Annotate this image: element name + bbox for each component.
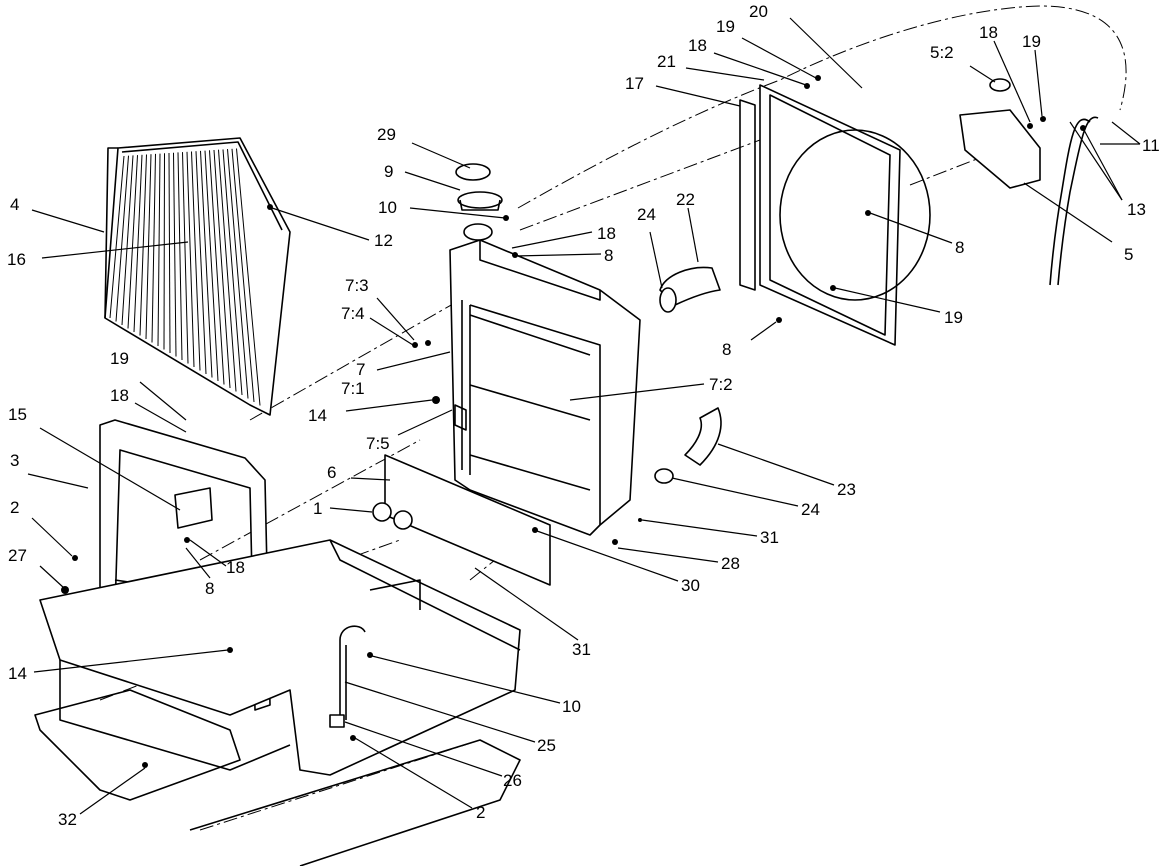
callout-18: 18 xyxy=(979,23,998,42)
grille-fin xyxy=(209,150,225,385)
callout-26: 26 xyxy=(503,771,522,790)
callout-10: 10 xyxy=(562,697,581,716)
grille-fin xyxy=(227,149,249,399)
callout-15: 15 xyxy=(8,405,27,424)
callout-19: 19 xyxy=(944,308,963,327)
grille-screen xyxy=(104,137,291,416)
callout-14: 14 xyxy=(8,664,27,683)
callout-21: 21 xyxy=(657,52,676,71)
grille-fin xyxy=(186,151,195,368)
callout-16: 16 xyxy=(7,250,26,269)
callout-8: 8 xyxy=(955,238,964,257)
callout-7-5: 7:5 xyxy=(366,434,390,453)
callout-18: 18 xyxy=(226,558,245,577)
grille-fin xyxy=(168,152,171,354)
lower-hose xyxy=(654,407,722,484)
callout-31: 31 xyxy=(760,528,779,547)
callout-18: 18 xyxy=(597,224,616,243)
grille-fin xyxy=(200,150,213,378)
grille-fin xyxy=(231,148,255,403)
callout-6: 6 xyxy=(327,463,336,482)
grille-fin xyxy=(204,150,219,382)
callout-8: 8 xyxy=(722,340,731,359)
radiator-core xyxy=(449,223,641,536)
fan-shroud xyxy=(739,84,931,346)
grille-fin xyxy=(115,155,129,322)
callout-7-4: 7:4 xyxy=(341,304,365,323)
grille-fin xyxy=(133,154,143,333)
callout-2: 2 xyxy=(10,498,19,517)
callout-27: 27 xyxy=(8,546,27,565)
callout-8: 8 xyxy=(205,579,214,598)
callout-8: 8 xyxy=(604,246,613,265)
callout-28: 28 xyxy=(721,554,740,573)
grille-fin xyxy=(139,154,147,336)
grille-fin xyxy=(163,153,165,350)
callout-2: 2 xyxy=(476,803,485,822)
callout-24: 24 xyxy=(637,205,656,224)
callout-14: 14 xyxy=(308,406,327,425)
callout-5-2: 5:2 xyxy=(930,43,954,62)
callout-9: 9 xyxy=(384,162,393,181)
callout-32: 32 xyxy=(58,810,77,829)
callout-19: 19 xyxy=(110,349,129,368)
callout-19: 19 xyxy=(1022,32,1041,51)
callout-30: 30 xyxy=(681,576,700,595)
callout-4: 4 xyxy=(10,195,19,214)
callout-labels: 20 19 18 21 17 5:2 18 19 11 13 5 8 19 8 … xyxy=(7,2,1160,829)
callout-10: 10 xyxy=(378,198,397,217)
callout-5: 5 xyxy=(1124,245,1133,264)
leader-lines xyxy=(27,17,1141,815)
grille-fin xyxy=(222,149,243,396)
callout-29: 29 xyxy=(377,125,396,144)
callout-3: 3 xyxy=(10,451,19,470)
callout-7-1: 7:1 xyxy=(341,379,365,398)
callout-23: 23 xyxy=(837,480,856,499)
expansion-tank xyxy=(959,78,1099,286)
grille-fin xyxy=(109,155,125,319)
chassis-frame xyxy=(34,539,521,866)
callout-19: 19 xyxy=(716,17,735,36)
callout-7-2: 7:2 xyxy=(709,375,733,394)
grille-fin xyxy=(177,152,183,361)
callout-13: 13 xyxy=(1127,200,1146,219)
callout-25: 25 xyxy=(537,736,556,755)
grille-fin xyxy=(173,152,177,357)
callout-7: 7 xyxy=(356,360,365,379)
grille-fin xyxy=(182,152,189,364)
callout-18: 18 xyxy=(110,386,129,405)
radiator-cap xyxy=(455,163,503,211)
callout-1: 1 xyxy=(313,499,322,518)
callout-24: 24 xyxy=(801,500,820,519)
upper-hose xyxy=(659,266,721,313)
grille-fin xyxy=(218,149,237,392)
grille-fin xyxy=(151,153,156,343)
fasteners xyxy=(61,75,1086,768)
callout-20: 20 xyxy=(749,2,768,21)
callout-17: 17 xyxy=(625,74,644,93)
callout-7-3: 7:3 xyxy=(345,276,369,295)
callout-18: 18 xyxy=(688,36,707,55)
grille-fin xyxy=(121,155,134,326)
grille-fin xyxy=(236,148,261,406)
callout-11: 11 xyxy=(1142,136,1160,155)
grille-fin xyxy=(127,155,138,329)
lower-shroud-plate xyxy=(372,454,551,586)
grille-fin xyxy=(195,151,207,375)
callout-31: 31 xyxy=(572,640,591,659)
grille-fin xyxy=(213,149,231,389)
grille-fin xyxy=(157,153,161,347)
grille-fin xyxy=(191,151,201,371)
callout-22: 22 xyxy=(676,190,695,209)
callout-12: 12 xyxy=(374,231,393,250)
